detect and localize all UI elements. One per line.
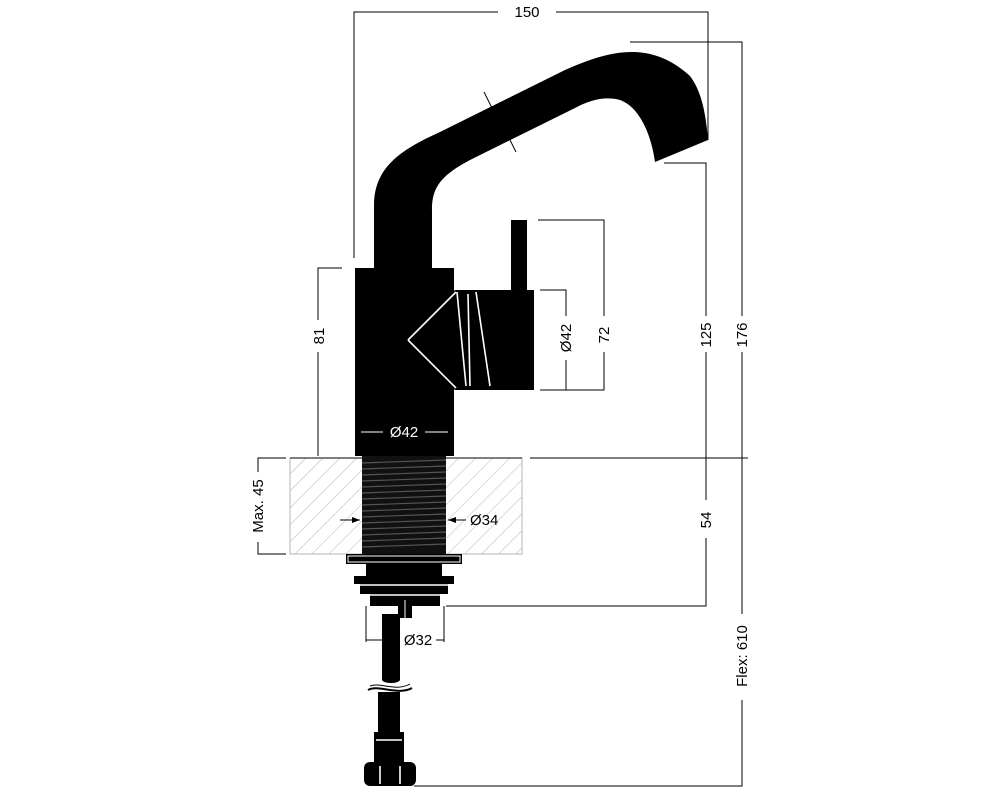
label-176: 176 xyxy=(734,322,751,347)
label-72: 72 xyxy=(596,327,613,344)
label-max-45: Max. 45 xyxy=(250,479,267,532)
threaded-shank xyxy=(361,456,447,556)
label-flex: Flex: 610 xyxy=(734,625,751,687)
label-handle-diameter: Ø42 xyxy=(558,324,575,352)
label-body-diameter: Ø42 xyxy=(390,424,418,441)
dimension-labels: 150 Ø24 81 Ø42 72 Ø42 125 176 Max. 45 Ø3… xyxy=(250,4,751,687)
label-54: 54 xyxy=(698,512,715,529)
label-125: 125 xyxy=(698,322,715,347)
lever-pin xyxy=(511,220,527,298)
mounting-nut xyxy=(346,554,462,618)
spout xyxy=(374,51,708,268)
label-81: 81 xyxy=(311,328,328,345)
label-shank-diameter: Ø34 xyxy=(470,512,498,529)
label-nut-diameter: Ø32 xyxy=(404,632,432,649)
dimension-lines xyxy=(257,11,743,787)
countertop-section xyxy=(289,457,748,555)
label-150: 150 xyxy=(514,4,539,21)
handle xyxy=(405,290,534,390)
